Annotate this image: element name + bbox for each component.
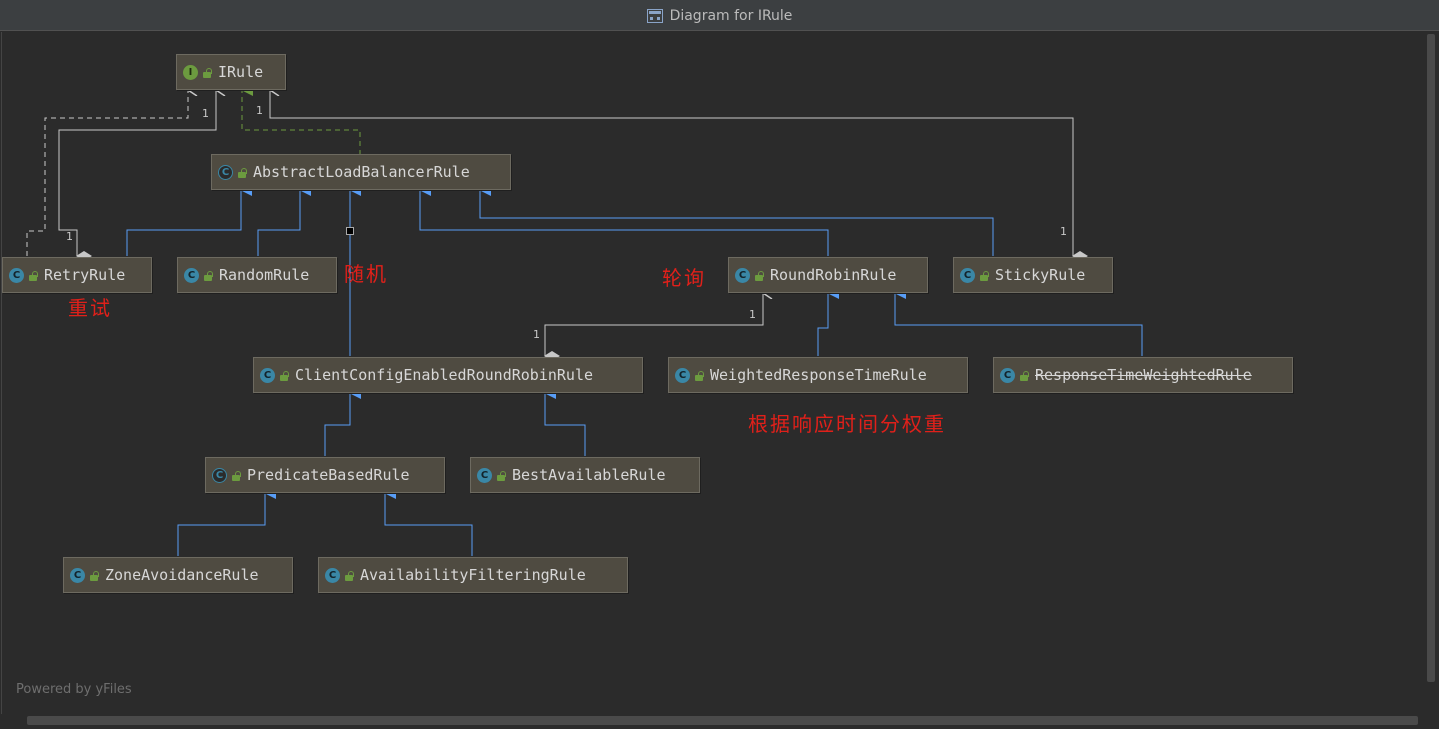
annotation-retry: 重试: [68, 296, 112, 320]
edge-sticky-extends-abstract: [479, 184, 994, 256]
edge-retry-association-irule: [58, 90, 216, 256]
interface-icon: I: [183, 64, 198, 80]
powered-by-label: Powered by yFiles: [16, 682, 132, 697]
abstract-class-icon: C: [218, 164, 233, 180]
node-label: WeightedResponseTimeRule: [710, 366, 927, 384]
node-sticky-rule[interactable]: C StickyRule: [953, 257, 1113, 293]
horizontal-scrollbar[interactable]: [0, 714, 1426, 726]
multiplicity-label: 1: [533, 328, 540, 341]
title-bar: Diagram for IRule: [0, 0, 1439, 31]
class-icon: C: [9, 267, 24, 283]
node-label: RandomRule: [219, 266, 310, 284]
multiplicity-label: 1: [1060, 225, 1067, 238]
multiplicity-label: 1: [202, 107, 209, 120]
node-zone-avoidance-rule[interactable]: C ZoneAvoidanceRule: [63, 557, 293, 593]
node-round-robin-rule[interactable]: C RoundRobinRule: [728, 257, 928, 293]
vertical-scrollbar[interactable]: [1426, 32, 1436, 716]
class-icon: C: [675, 367, 690, 383]
title-wrap: Diagram for IRule: [0, 0, 1439, 31]
public-access-icon: [980, 271, 989, 281]
public-access-icon: [497, 471, 506, 481]
edge-random-extends-abstract: [257, 184, 311, 256]
edge-abstract-implements-irule: [241, 84, 361, 155]
edge-retry-extends-abstract: [126, 184, 252, 256]
edge-availability-extends-predicate: [384, 487, 473, 556]
node-best-available-rule[interactable]: C BestAvailableRule: [470, 457, 700, 493]
public-access-icon: [238, 168, 247, 178]
annotation-random: 随机: [344, 262, 388, 286]
edge-retry-implements-irule: [26, 90, 188, 256]
node-predicate-based-rule[interactable]: C PredicateBasedRule: [205, 457, 445, 493]
node-abstract-load-balancer-rule[interactable]: C AbstractLoadBalancerRule: [211, 154, 511, 190]
class-icon: C: [260, 367, 275, 383]
abstract-class-icon: C: [212, 467, 227, 483]
node-label: AbstractLoadBalancerRule: [253, 163, 470, 181]
node-client-config-enabled-round-robin-rule[interactable]: C ClientConfigEnabledRoundRobinRule: [253, 357, 643, 393]
node-label: ClientConfigEnabledRoundRobinRule: [295, 366, 594, 384]
class-icon: C: [477, 467, 492, 483]
node-label: RetryRule: [44, 266, 126, 284]
node-label: ZoneAvoidanceRule: [105, 566, 259, 584]
node-retry-rule[interactable]: C RetryRule: [2, 257, 152, 293]
edge-best-extends-client: [544, 387, 586, 456]
multiplicity-label: 1: [66, 230, 73, 243]
annotation-round-robin: 轮询: [662, 266, 706, 290]
class-icon: C: [735, 267, 750, 283]
class-icon: C: [184, 267, 199, 283]
public-access-icon: [29, 271, 38, 281]
class-icon: C: [70, 567, 85, 583]
diagram-icon: [646, 8, 663, 23]
node-response-time-weighted-rule[interactable]: C ResponseTimeWeightedRule: [993, 357, 1293, 393]
public-access-icon: [755, 271, 764, 281]
edge-selection-handle[interactable]: [346, 227, 354, 235]
public-access-icon: [90, 571, 99, 581]
edge-sticky-association-irule: [270, 90, 1073, 256]
window-title: Diagram for IRule: [669, 7, 793, 24]
diagram-canvas[interactable]: I IRule C AbstractLoadBalancerRule C Ret…: [1, 32, 1426, 714]
node-label: PredicateBasedRule: [247, 466, 410, 484]
class-icon: C: [1000, 367, 1015, 383]
node-label: BestAvailableRule: [512, 466, 666, 484]
public-access-icon: [695, 371, 704, 381]
edge-weighted-extends-roundrobin: [817, 287, 839, 356]
edges-layer: [26, 84, 1143, 556]
node-label: IRule: [218, 63, 264, 81]
edge-responseweighted-extends-roundrobin: [894, 287, 1143, 356]
edge-zone-extends-predicate: [177, 487, 276, 556]
edge-client-association-roundrobin: [545, 293, 763, 356]
public-access-icon: [1020, 371, 1029, 381]
edge-predicate-extends-client: [324, 387, 361, 456]
node-irule[interactable]: I IRule: [176, 54, 286, 90]
horizontal-scrollbar-thumb[interactable]: [27, 716, 1418, 725]
multiplicity-label: 1: [749, 308, 756, 321]
vertical-scrollbar-thumb[interactable]: [1427, 34, 1435, 682]
public-access-icon: [232, 471, 241, 481]
node-label: AvailabilityFilteringRule: [360, 566, 586, 584]
public-access-icon: [203, 68, 212, 78]
node-weighted-response-time-rule[interactable]: C WeightedResponseTimeRule: [668, 357, 968, 393]
edge-roundrobin-extends-abstract: [419, 184, 829, 256]
annotation-weighted: 根据响应时间分权重: [748, 412, 946, 436]
public-access-icon: [280, 371, 289, 381]
node-label: RoundRobinRule: [770, 266, 897, 284]
class-icon: C: [325, 567, 340, 583]
node-label: StickyRule: [995, 266, 1086, 284]
public-access-icon: [204, 271, 213, 281]
class-icon: C: [960, 267, 975, 283]
multiplicity-label: 1: [256, 104, 263, 117]
node-availability-filtering-rule[interactable]: C AvailabilityFilteringRule: [318, 557, 628, 593]
node-random-rule[interactable]: C RandomRule: [177, 257, 337, 293]
public-access-icon: [345, 571, 354, 581]
node-label-deprecated: ResponseTimeWeightedRule: [1035, 366, 1252, 384]
